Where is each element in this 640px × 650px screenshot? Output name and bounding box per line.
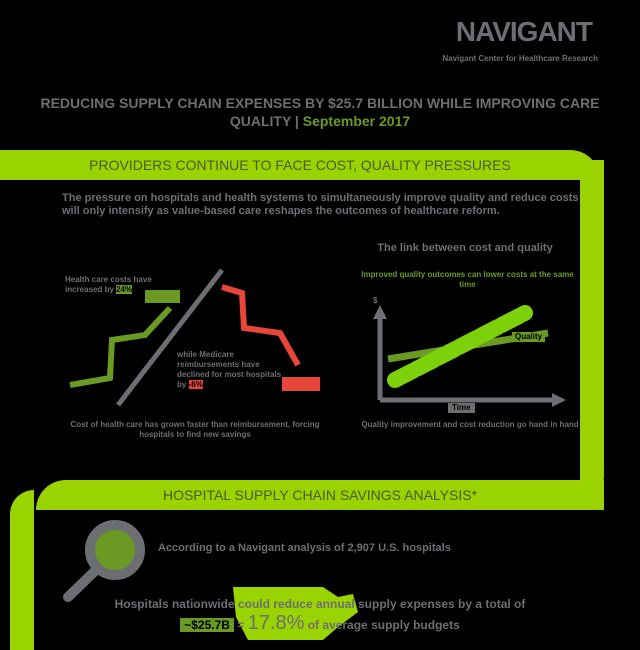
rising-line xyxy=(69,305,173,388)
section-band xyxy=(0,150,600,180)
savings-line: Hospitals nationwide could reduce annual… xyxy=(114,597,526,611)
cost-chart xyxy=(69,268,320,407)
right-title: The link between cost and quality xyxy=(377,242,553,254)
divider-slash xyxy=(116,268,224,407)
rising-value-badge xyxy=(145,290,180,303)
us-map-icon xyxy=(233,587,358,640)
falling-label: while Medicare reimbursements have decli… xyxy=(177,350,282,389)
magnifier-icon xyxy=(63,520,145,602)
section1-heading: PROVIDERS CONTINUE TO FACE COST, QUALITY… xyxy=(89,157,511,173)
navigant-logo: NAVIGANT xyxy=(455,16,593,47)
left-caption: Cost of health care has grown faster tha… xyxy=(70,420,320,439)
section-band xyxy=(36,480,604,510)
falling-value-badge xyxy=(282,377,320,391)
page-title: Reducing supply chain expenses by $25.7 … xyxy=(40,95,600,129)
cost-quality-chart xyxy=(373,305,566,407)
section2-heading: HOSPITAL SUPPLY CHAIN SAVINGS ANALYSIS* xyxy=(162,487,478,503)
tagline: Navigant Center for Healthcare Research xyxy=(442,54,598,63)
x-axis-label: Time xyxy=(448,403,475,413)
date: September 2017 xyxy=(302,113,411,129)
y-axis-label: $ xyxy=(373,296,378,305)
series-label: Quality xyxy=(512,332,546,342)
x-axis-arrow xyxy=(552,393,566,407)
savings-percent: 17.8% xyxy=(247,612,305,634)
analysis-text: According to a Navigant analysis of 2,90… xyxy=(158,542,451,554)
intro-text: The pressure on hospitals and health sys… xyxy=(62,192,579,217)
band-connector xyxy=(10,490,34,650)
savings-value: ~$25.7B xyxy=(180,618,234,632)
band-connector xyxy=(580,160,604,500)
right-subtitle: Improved quality outcomes can lower cost… xyxy=(361,270,574,289)
rising-label: Health care costs have increased by 24% xyxy=(65,275,152,294)
savings-summary: ~$25.7B = 17.8% of average supply budget… xyxy=(100,612,540,635)
falling-line xyxy=(221,284,301,367)
quality-line xyxy=(387,305,533,388)
y-axis-arrow xyxy=(373,305,387,319)
right-caption: Quality improvement and cost reduction g… xyxy=(361,420,579,429)
